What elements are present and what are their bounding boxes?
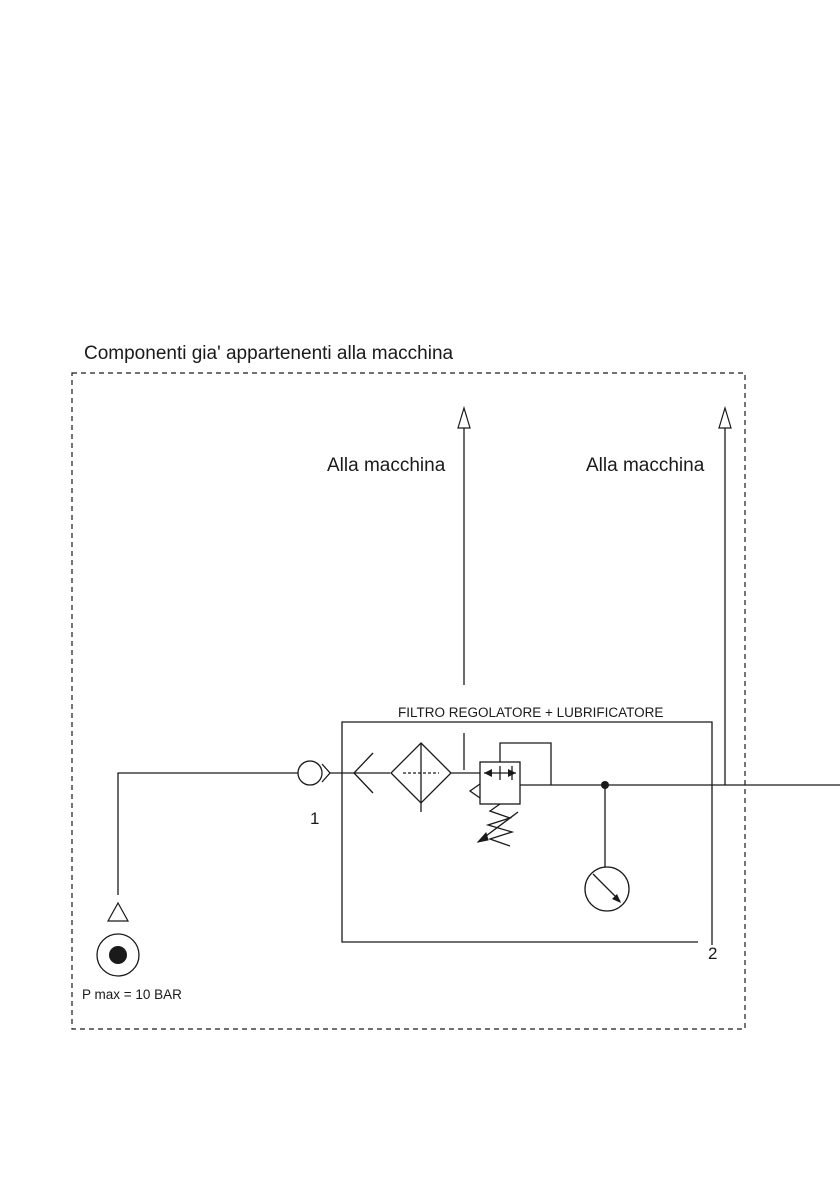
boundary-title: Componenti gia' appartenenti alla macchi… (84, 343, 454, 364)
outlet-left-arrow (458, 408, 470, 685)
port-2-label: 2 (708, 944, 717, 963)
frl-unit-box (342, 722, 712, 945)
outlet-left-label: Alla macchina (327, 455, 446, 476)
port-1-label: 1 (310, 809, 319, 828)
supply-line (118, 773, 298, 895)
regulator-icon (470, 743, 551, 804)
spring-adjust-arrowhead (478, 833, 488, 842)
filter-icon (391, 743, 451, 812)
pressure-gauge-icon (585, 867, 629, 911)
outlet-right-label: Alla macchina (586, 455, 705, 476)
quick-coupling-icon (298, 761, 330, 785)
unit-title: FILTRO REGOLATORE + LUBRIFICATORE (398, 705, 663, 720)
supply-pressure-label: P max = 10 BAR (82, 987, 182, 1002)
supply-source-icon (97, 903, 139, 976)
outlet-right-arrow (719, 408, 731, 785)
